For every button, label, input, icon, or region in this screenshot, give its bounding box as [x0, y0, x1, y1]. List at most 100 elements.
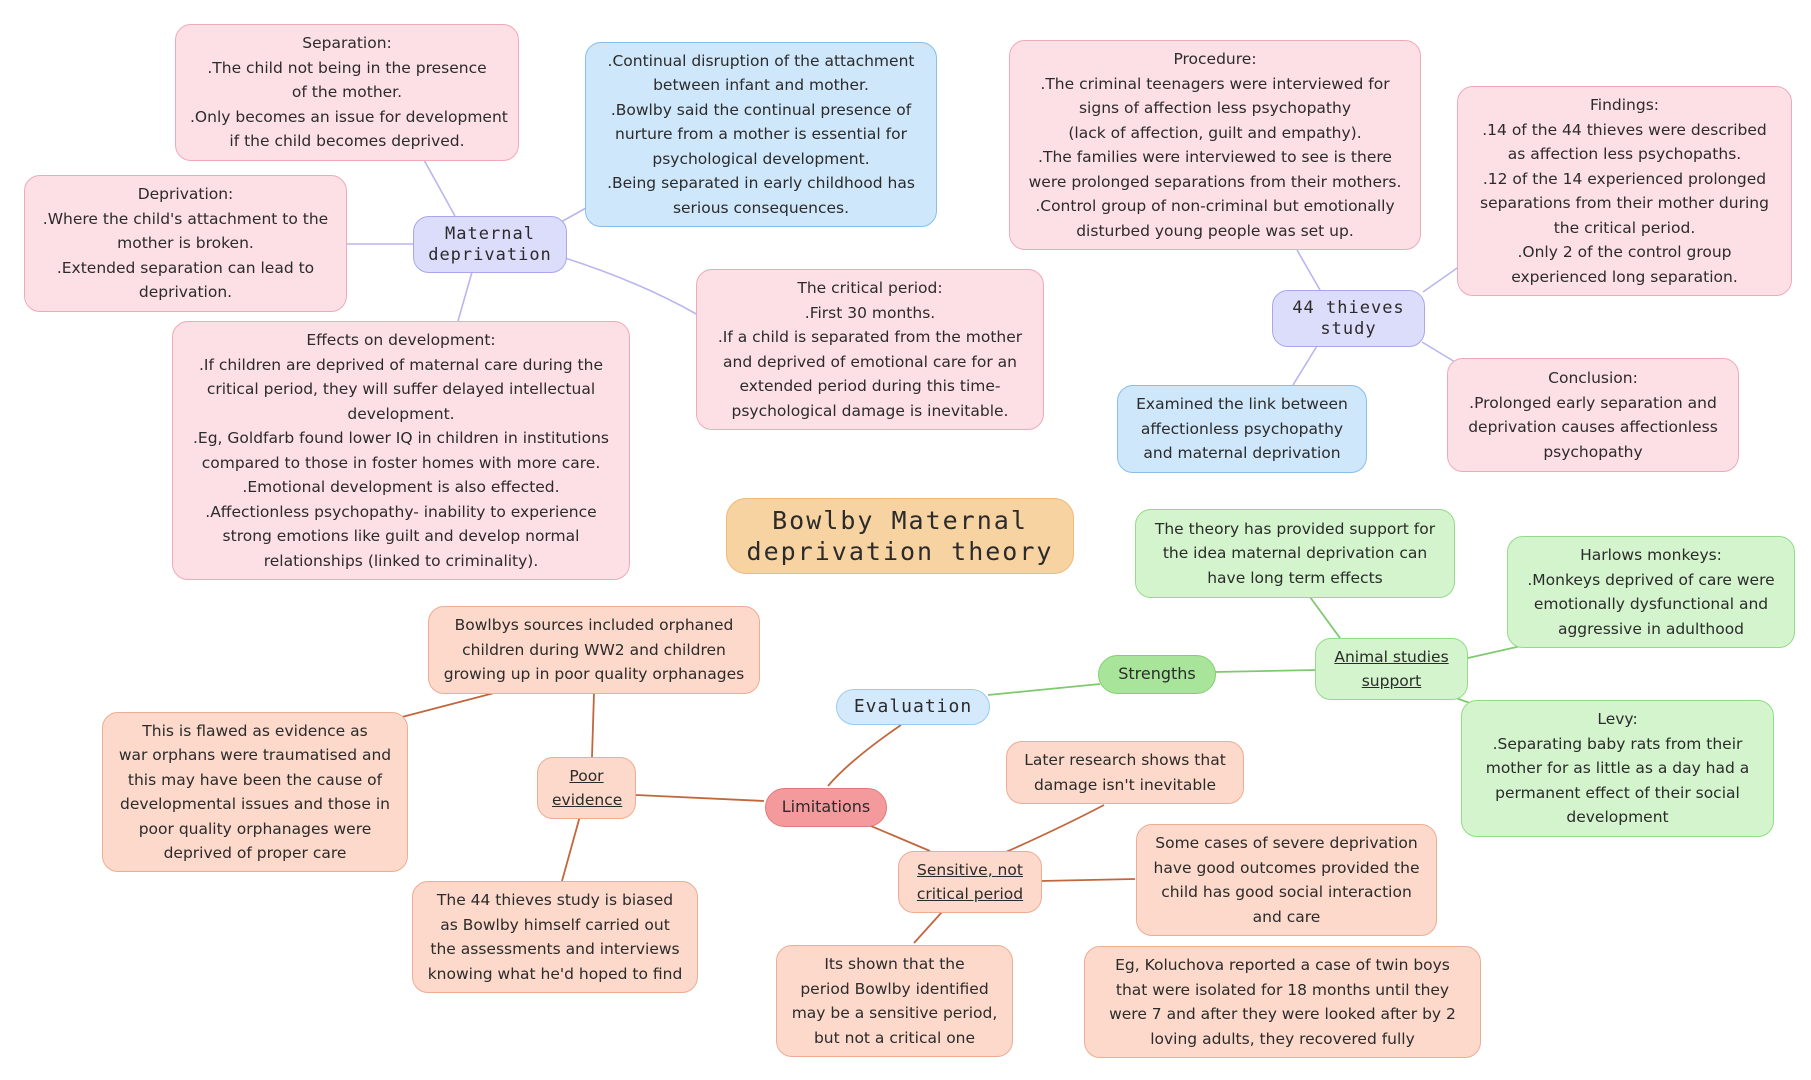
link-md-effects — [457, 271, 473, 322]
link-md-separation — [423, 159, 456, 217]
node-text-line: between infant and mother. — [653, 76, 869, 95]
node-text-line: .Separating baby rats from their — [1492, 734, 1743, 753]
link-sources-flawed — [401, 691, 499, 718]
node-text-line: The 44 thieves study is biased — [436, 891, 674, 909]
node-text-line: deprived of proper care — [163, 844, 347, 862]
node-text-line: this may have been the cause of — [127, 770, 383, 789]
critical-period-node[interactable]: The critical period:.First 30 months..If… — [696, 269, 1044, 430]
node-text-line: .Only becomes an issue for development — [190, 107, 508, 126]
node-text-line: mother is broken. — [117, 234, 254, 253]
conclusion-node[interactable]: Conclusion: .Prolonged early separation a… — [1447, 358, 1739, 472]
findings-node[interactable]: Findings:.14 of the 44 thieves were desc… — [1457, 86, 1792, 296]
node-text-line: Conclusion: — [1548, 369, 1638, 387]
node-text-line: .Extended separation can lead to — [56, 258, 315, 277]
node-text-line: .Where the child's attachment to the — [42, 209, 329, 228]
node-text-line: study — [1320, 318, 1377, 339]
node-text-line: period Bowlby identified — [800, 979, 989, 998]
harlow-node[interactable]: Harlows monkeys:.Monkeys deprived of car… — [1507, 536, 1795, 648]
node-text-line: Sensitive, not — [917, 860, 1023, 879]
shown-node[interactable]: Its shown that the period Bowlby identifi… — [776, 945, 1013, 1057]
node-text-line: signs of affection less psychopathy — [1078, 99, 1351, 117]
node-text-line: Later research shows that — [1024, 751, 1226, 769]
node-text-line: .Prolonged early separation and — [1469, 393, 1717, 412]
limitations-label: Limitations — [781, 797, 871, 817]
link-thieves-conclusion — [1421, 341, 1456, 363]
node-text-line: .14 of the 44 thieves were described — [1482, 120, 1767, 139]
link-md-disruption — [560, 207, 587, 223]
node-text-line: nurture from a mother is essential for — [615, 125, 907, 144]
disruption-node[interactable]: .Continual disruption of the attachment b… — [585, 42, 937, 227]
node-text-line: developmental issues and those in — [120, 795, 390, 813]
node-text-line: separations from their mother during — [1480, 194, 1769, 212]
node-text-line: child has good social interaction — [1161, 883, 1412, 901]
node-text-line: .Eg, Goldfarb found lower IQ in children… — [193, 429, 609, 447]
link-thieves-procedure — [1296, 249, 1321, 291]
node-text-line: mother for as little as a day had a — [1485, 759, 1750, 778]
node-text-line: .The child not being in the presence — [207, 58, 487, 77]
node-text-line: .If children are deprived of maternal ca… — [199, 355, 603, 374]
node-text-line: development — [1566, 808, 1669, 827]
node-text-line: .Bowlby said the continual presence of — [610, 100, 912, 119]
node-text-line: .Continual disruption of the attachment — [607, 51, 915, 70]
node-text-line: relationships (linked to criminality). — [263, 551, 539, 570]
node-text-line: Procedure: — [1173, 50, 1257, 68]
node-text-line: deprivation theory — [746, 537, 1054, 566]
limitations-topic[interactable]: Limitations — [765, 788, 887, 827]
node-text-line: .Being separated in early childhood has — [607, 174, 915, 193]
node-text-line: .Affectionless psychopathy- inability to… — [205, 502, 597, 521]
node-text-line: if the child becomes deprived. — [229, 132, 465, 151]
link-poor-biased — [561, 815, 581, 882]
link-thieves-aim — [1292, 345, 1318, 386]
link-strengths-animal — [1213, 669, 1317, 673]
node-text-line: Deprivation: — [137, 185, 234, 204]
node-text-line: .The families were interviewed to see is… — [1038, 148, 1392, 166]
procedure-node[interactable]: Procedure:.The criminal teenagers were i… — [1009, 40, 1421, 250]
evaluation-label: Evaluation — [853, 695, 973, 717]
deprivation-node[interactable]: Deprivation: .Where the child's attachmen… — [24, 175, 347, 312]
later-research-node[interactable]: Later research shows that damage isn't in… — [1006, 741, 1244, 804]
node-text-line: compared to those in foster homes with m… — [201, 453, 601, 472]
separation-node[interactable]: Separation:.The child not being in the p… — [175, 24, 519, 161]
link-poor-sources — [591, 692, 595, 758]
node-text-line: (lack of affection, guilt and empathy). — [1068, 123, 1362, 142]
link-animal-support — [1309, 596, 1341, 639]
koluchova-node[interactable]: Eg, Koluchova reported a case of twin bo… — [1084, 946, 1481, 1058]
node-text-line: deprivation causes affectionless — [1468, 418, 1718, 436]
node-text-line: the assessments and interviews — [430, 940, 680, 958]
link-eval-limitations — [827, 724, 902, 787]
node-text-line: aggressive in adulthood — [1557, 619, 1745, 638]
evaluation-topic[interactable]: Evaluation — [836, 689, 990, 725]
node-text-line: evidence — [552, 791, 623, 809]
node-text-line: .Only 2 of the control group — [1517, 243, 1732, 261]
effects-node[interactable]: Effects on development:.If children are … — [172, 321, 630, 580]
node-text-line: the critical period. — [1553, 218, 1696, 237]
node-text-line: and care — [1252, 907, 1321, 926]
node-text-line: damage isn't inevitable — [1033, 775, 1217, 794]
node-text-line: that were isolated for 18 months until t… — [1115, 980, 1450, 999]
node-text-line: as affection less psychopaths. — [1507, 145, 1742, 163]
node-text-line: affectionless psychopathy — [1140, 419, 1344, 438]
node-text-line: war orphans were traumatised and — [118, 746, 392, 764]
node-text-line: were prolonged separations from their mo… — [1028, 172, 1402, 191]
node-text-line: deprivation. — [138, 283, 233, 302]
node-text-line: children during WW2 and children — [462, 640, 726, 659]
strengths-topic[interactable]: Strengths — [1098, 655, 1216, 694]
node-text-line: deprivation — [428, 244, 552, 265]
node-text-line: have good outcomes provided the — [1153, 858, 1420, 877]
node-text-line: Its shown that the — [824, 955, 965, 973]
link-sensitive-later — [1005, 804, 1105, 853]
